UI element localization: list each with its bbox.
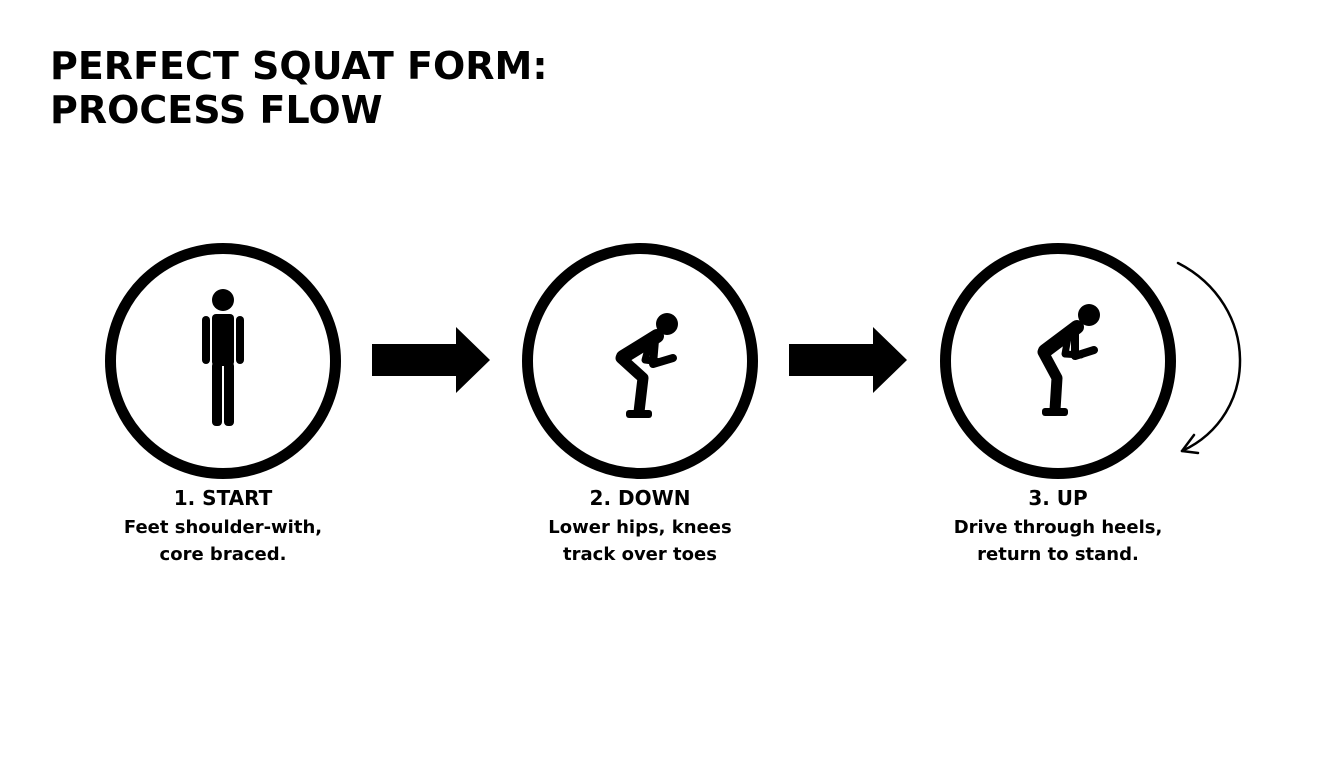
step-1-desc-line-1: Feet shoulder-with, xyxy=(123,517,323,538)
step-2-text: 2. DOWN Lower hips, knees track over toe… xyxy=(490,485,790,568)
rising-person-icon xyxy=(1037,304,1100,416)
standing-person-icon xyxy=(202,289,244,426)
title-line-1: PERFECT SQUAT FORM: xyxy=(50,44,548,88)
step-1-desc-line-2: core braced. xyxy=(159,544,287,565)
step-3-text: 3. UP Drive through heels, return to sta… xyxy=(908,485,1208,568)
step-3-circle xyxy=(940,243,1176,479)
squatting-person-icon xyxy=(615,313,678,418)
step-3-desc-line-2: return to stand. xyxy=(977,544,1139,565)
step-1-title: 1. START xyxy=(173,486,273,510)
step-3-description: Drive through heels, return to stand. xyxy=(908,514,1208,568)
step-2-description: Lower hips, knees track over toes xyxy=(490,514,790,568)
step-2-title: 2. DOWN xyxy=(589,486,691,510)
arrow-right-icon xyxy=(789,327,907,393)
step-1-description: Feet shoulder-with, core braced. xyxy=(73,514,373,568)
step-3-title: 3. UP xyxy=(1028,486,1088,510)
title-line-2: PROCESS FLOW xyxy=(50,88,383,132)
step-3-desc-line-1: Drive through heels, xyxy=(953,517,1163,538)
step-2-desc-line-1: Lower hips, knees xyxy=(548,517,732,538)
arrow-right-icon xyxy=(372,327,490,393)
step-2-circle xyxy=(522,243,758,479)
step-1-circle xyxy=(105,243,341,479)
page-title: PERFECT SQUAT FORM: PROCESS FLOW xyxy=(50,44,548,132)
curved-return-arrow-icon xyxy=(1176,261,1242,455)
step-2-desc-line-2: track over toes xyxy=(563,544,717,565)
step-1-text: 1. START Feet shoulder-with, core braced… xyxy=(73,485,373,568)
